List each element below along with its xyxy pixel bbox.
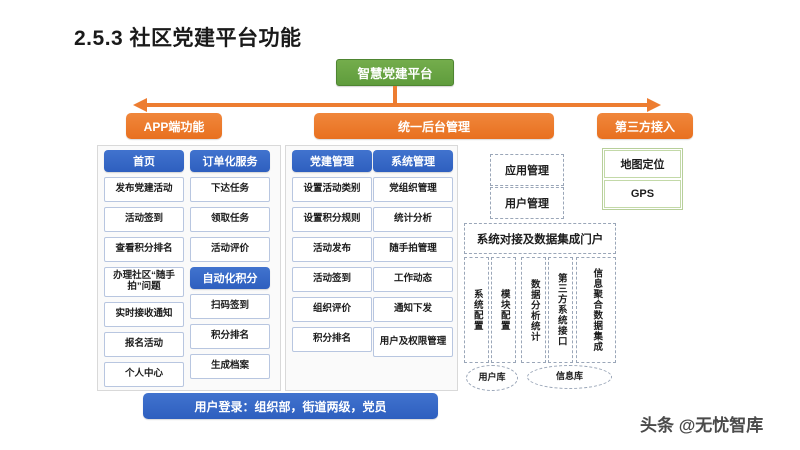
list-item[interactable]: 生成档案 [190,354,270,379]
category-unified-backend[interactable]: 统一后台管理 [314,113,554,139]
list-item[interactable]: 领取任务 [190,207,270,232]
box-app-management[interactable]: 应用管理 [490,154,564,186]
list-item[interactable]: 活动发布 [292,237,372,262]
box-integration-portal[interactable]: 系统对接及数据集成门户 [464,223,616,254]
list-item[interactable]: 发布党建活动 [104,177,184,202]
list-item[interactable]: 党组织管理 [373,177,453,202]
database-info-library[interactable]: 信息库 [527,365,612,389]
root-node-smart-party-platform[interactable]: 智慧党建平台 [336,59,454,86]
list-item[interactable]: 活动评价 [190,237,270,262]
arrow-left-icon [133,98,147,112]
box-module-config[interactable]: 模块配置 [491,257,516,363]
box-third-party-api[interactable]: 第三方系统接口 [548,257,573,363]
list-item[interactable]: 办理社区“随手拍”问题 [104,267,184,297]
list-item[interactable]: 下达任务 [190,177,270,202]
user-login-bar[interactable]: 用户登录：组织部，街道两级，党员 [143,393,438,419]
box-data-analysis[interactable]: 数据分析统计 [521,257,546,363]
list-item[interactable]: 个人中心 [104,362,184,387]
connector-bar [146,103,648,107]
arrow-right-icon [647,98,661,112]
list-item[interactable]: 组织评价 [292,297,372,322]
list-item[interactable]: 活动签到 [104,207,184,232]
box-info-aggregation[interactable]: 信息聚合数据集成 [576,257,616,363]
column-party-management: 党建管理 设置活动类别 设置积分规则 活动发布 活动签到 组织评价 积分排名 [292,150,372,357]
list-item[interactable]: 积分排名 [292,327,372,352]
column-system-management: 系统管理 党组织管理 统计分析 随手拍管理 工作动态 通知下发 用户及权限管理 [373,150,453,362]
column-order-service: 订单化服务 下达任务 领取任务 活动评价 自动化积分 扫码签到 积分排名 生成档… [190,150,270,384]
category-third-party[interactable]: 第三方接入 [597,113,693,139]
list-item[interactable]: 用户及权限管理 [373,327,453,357]
list-item[interactable]: 设置积分规则 [292,207,372,232]
category-app-functions[interactable]: APP端功能 [126,113,222,139]
list-item[interactable]: 活动签到 [292,267,372,292]
list-item[interactable]: 随手拍管理 [373,237,453,262]
box-system-config[interactable]: 系统配置 [464,257,489,363]
list-item[interactable]: 扫码签到 [190,294,270,319]
database-user-library[interactable]: 用户库 [466,365,518,391]
box-user-management[interactable]: 用户管理 [490,187,564,219]
list-item[interactable]: 工作动态 [373,267,453,292]
list-item[interactable]: 查看积分排名 [104,237,184,262]
connector-stem [393,86,397,106]
page-title: 2.5.3 社区党建平台功能 [74,27,302,50]
list-item[interactable]: 统计分析 [373,207,453,232]
column-header-home[interactable]: 首页 [104,150,184,172]
list-item[interactable]: 积分排名 [190,324,270,349]
list-item[interactable]: 通知下发 [373,297,453,322]
column-header-party-management[interactable]: 党建管理 [292,150,372,172]
watermark: 头条 @无忧智库 [640,416,764,435]
list-item[interactable]: 设置活动类别 [292,177,372,202]
column-header-system-management[interactable]: 系统管理 [373,150,453,172]
list-item[interactable]: 实时接收通知 [104,302,184,327]
column-header-order-service[interactable]: 订单化服务 [190,150,270,172]
column-home: 首页 发布党建活动 活动签到 查看积分排名 办理社区“随手拍”问题 实时接收通知… [104,150,184,392]
box-map-location[interactable]: 地图定位 [604,150,681,178]
column-header-auto-points[interactable]: 自动化积分 [190,267,270,289]
list-item[interactable]: 报名活动 [104,332,184,357]
box-gps[interactable]: GPS [604,180,681,208]
